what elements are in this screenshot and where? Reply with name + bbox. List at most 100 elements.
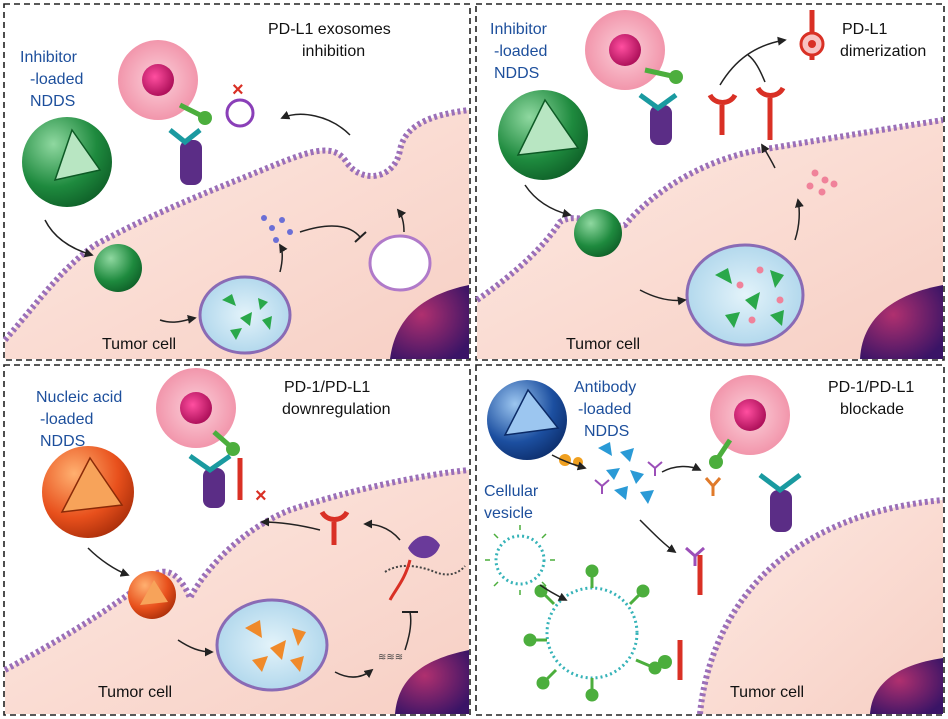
released-antibodies <box>594 461 663 494</box>
tcr-receptor <box>168 128 202 146</box>
arrow-to-nucleus <box>159 315 197 324</box>
internalized-carrier <box>574 209 622 257</box>
internalized-carrier <box>94 244 142 292</box>
vesicle-ligands <box>485 525 555 595</box>
t-cell-nucleus <box>609 34 641 66</box>
arrow-release-antibody <box>551 454 587 471</box>
block-cross-icon: × <box>232 79 244 101</box>
arrow-dimerization-2 <box>747 54 766 83</box>
pd1-tip <box>198 111 212 125</box>
tumor-cell-membrane <box>697 497 944 715</box>
nucleus-fragments <box>222 294 272 340</box>
vesicle-label-line2: vesicle <box>484 505 533 522</box>
carrier-label-line2: -loaded <box>494 43 547 60</box>
tumor-cell-label: Tumor cell <box>566 336 640 353</box>
carrier-label-line2: -loaded <box>578 401 631 418</box>
panel-downregulation: × ≋≋≋ PD-1/PD-L1 downregulation Nucleic … <box>3 364 471 716</box>
arrow-to-membrane <box>761 143 776 169</box>
pdl1-bound-antibody <box>685 546 705 595</box>
pdl1-receptor-membrane <box>658 640 683 680</box>
panel-title-line2: blockade <box>840 401 904 418</box>
arrow-to-nucleus <box>177 639 214 657</box>
tumor-cell-cytoplasm <box>5 110 469 359</box>
pd1-receptor <box>715 438 733 460</box>
arrow-to-membrane <box>260 517 321 531</box>
carrier-cutaway <box>60 456 124 513</box>
tumor-nucleus <box>390 285 469 359</box>
ribosome-mrna <box>384 535 466 601</box>
tumor-cell-membrane <box>3 467 470 673</box>
panel-title-line2: downregulation <box>282 401 391 418</box>
panel-title-line2: dimerization <box>840 43 926 60</box>
nucleus-fragments <box>715 268 784 328</box>
carrier-label-line1: Inhibitor <box>490 21 548 38</box>
carrier-label-line3: NDDS <box>40 433 85 450</box>
arrow-to-nucleus <box>639 289 687 306</box>
tumor-nucleus <box>860 285 943 359</box>
arrow-exosome-release <box>280 110 351 136</box>
inhibition-line <box>299 225 361 238</box>
tcr-receptor <box>758 473 802 494</box>
arrow-carrier-to-cell <box>87 547 130 577</box>
arrow-to-tumor <box>639 519 677 554</box>
nucleus-fragments <box>245 620 306 672</box>
tumor-nucleus <box>870 658 943 714</box>
pd1-tip <box>226 442 240 456</box>
panel-title-line1: PD-L1 <box>842 21 887 38</box>
cell-nucleus <box>198 275 292 355</box>
arrow-vesicle <box>539 584 568 601</box>
pdl1-exosome <box>225 98 255 128</box>
block-cross-icon: × <box>255 485 267 507</box>
arrow-release <box>794 198 804 241</box>
mhc-receptor <box>203 468 225 508</box>
tumor-cell-label: Tumor cell <box>102 336 176 353</box>
pdl1-dimer-complex <box>799 10 825 60</box>
panel-exosome-inhibition: × PD-L1 exosomes inhibition Inhibitor -l… <box>2 3 471 361</box>
panel-title-line1: PD-1/PD-L1 <box>828 379 914 396</box>
released-inhibitors <box>806 169 838 196</box>
carrier-label-line3: NDDS <box>584 423 629 440</box>
tumor-cell-label: Tumor cell <box>730 684 804 701</box>
mhc-receptor <box>180 140 202 185</box>
inhibition-line <box>404 611 412 651</box>
pd1-tip <box>669 70 683 84</box>
mhc-receptor <box>770 490 792 532</box>
pdl1-dimer-membrane <box>707 86 786 140</box>
cell-nucleus <box>685 243 805 347</box>
arrow-to-t-cell <box>661 462 702 473</box>
tumor-cell-membrane <box>475 117 944 303</box>
carrier-cutaway <box>503 388 560 436</box>
panel-title-line1: PD-1/PD-L1 <box>284 379 370 396</box>
pd1-bound-antibody <box>704 477 722 496</box>
panel-title-line2: inhibition <box>302 43 365 60</box>
carrier-label-line3: NDDS <box>494 65 539 82</box>
carrier-label-line2: -loaded <box>30 71 83 88</box>
panel-title-line1: PD-L1 exosomes <box>268 21 391 38</box>
carrier-label-line3: NDDS <box>30 93 75 110</box>
tcr-receptor <box>638 92 678 112</box>
tumor-cell-label: Tumor cell <box>98 684 172 701</box>
internalized-cutaway <box>140 580 168 605</box>
carrier-label-line1: Antibody <box>574 379 636 396</box>
arrow-dimerization <box>719 36 787 86</box>
vesicle-label-line1: Cellular <box>484 483 539 500</box>
pd1-receptor <box>644 67 673 79</box>
arrow-release <box>279 243 288 273</box>
multivesicular-body <box>368 234 432 292</box>
t-cell-nucleus <box>142 64 174 96</box>
tumor-nucleus <box>395 650 469 714</box>
arrow-sirna-release <box>334 668 374 679</box>
arrow-exocytosis <box>396 208 407 233</box>
tumor-cell-cytoplasm <box>5 470 469 714</box>
panel-blockade: PD-1/PD-L1 blockade Antibody -loaded NDD… <box>475 364 945 716</box>
pd1-receptor <box>212 430 232 448</box>
nucleus-inhibitors <box>736 266 784 324</box>
mhc-receptor <box>650 105 672 145</box>
released-inhibitors <box>261 215 293 243</box>
arrow-carrier-to-cell <box>524 184 572 218</box>
carrier-label-line1: Nucleic acid <box>36 389 122 406</box>
sirna-icon: ≋≋≋ <box>378 652 403 663</box>
arrow-carrier-to-cell <box>44 219 94 258</box>
carrier-cutaway <box>516 98 580 156</box>
